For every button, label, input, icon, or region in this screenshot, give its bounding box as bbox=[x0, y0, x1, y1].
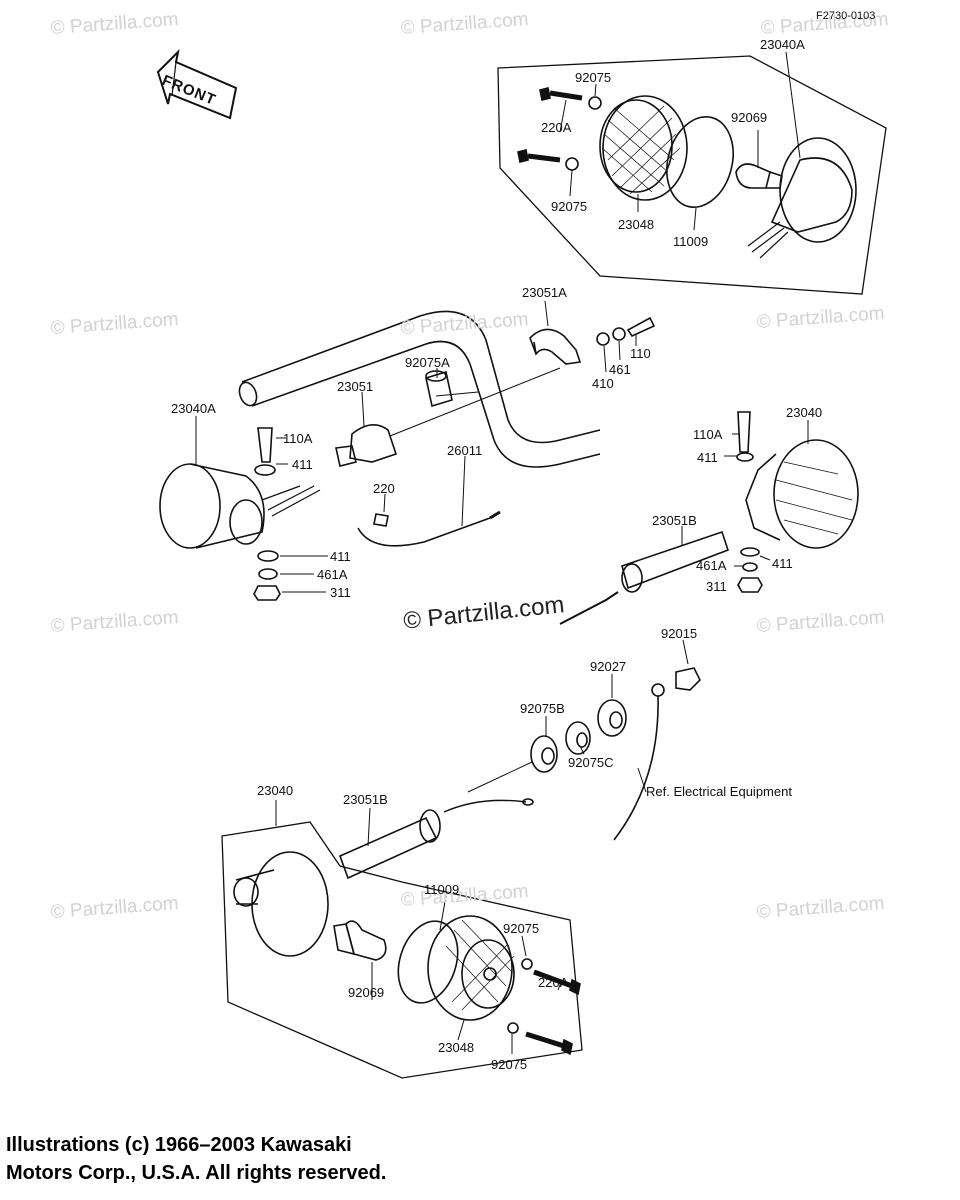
label-92075C: 92075C bbox=[568, 755, 614, 770]
label-right-23040: 23040 bbox=[786, 405, 823, 420]
washer-410-icon bbox=[596, 332, 610, 346]
ref-electrical-note: Ref. Electrical Equipment bbox=[646, 784, 792, 799]
right-stem-23051B-icon bbox=[559, 530, 730, 625]
diagram-code: F2730-0103 bbox=[816, 10, 876, 22]
arrow-line-middle bbox=[467, 761, 533, 793]
label-bottom-92075-lower: 92075 bbox=[491, 1057, 528, 1072]
label-bottom-92075-upper: 92075 bbox=[503, 921, 540, 936]
screw-220-icon bbox=[373, 513, 389, 527]
label-left-311: 311 bbox=[330, 585, 351, 600]
bolt-110-icon bbox=[626, 316, 656, 338]
arrow-line-top bbox=[389, 367, 561, 437]
top-washer-upper-icon bbox=[588, 96, 602, 110]
grommet-92027-icon bbox=[597, 699, 627, 737]
label-220: 220 bbox=[373, 481, 395, 496]
label-26011: 26011 bbox=[447, 443, 483, 458]
wire-26011-icon bbox=[357, 510, 501, 547]
bottom-washer-lower-icon bbox=[507, 1022, 519, 1034]
copyright-line-1: Illustrations (c) 1966–2003 Kawasaki bbox=[6, 1134, 352, 1156]
bottom-housing-icon bbox=[233, 851, 329, 957]
left-washer-411-top-icon bbox=[254, 464, 276, 476]
label-left-23040A: 23040A bbox=[171, 401, 216, 416]
top-screw-lower-icon bbox=[517, 149, 561, 163]
label-right-23051B: 23051B bbox=[652, 513, 697, 528]
nut-92015-icon bbox=[675, 667, 701, 691]
spacer-92075A-icon bbox=[425, 370, 453, 408]
label-bottom-23051B: 23051B bbox=[343, 792, 388, 807]
label-right-311: 311 bbox=[706, 579, 727, 594]
label-left-461A: 461A bbox=[317, 567, 348, 582]
right-nut-311-icon bbox=[737, 577, 763, 593]
label-left-411-top: 411 bbox=[292, 457, 313, 472]
top-gasket-icon bbox=[666, 116, 734, 208]
leader-lines bbox=[195, 51, 809, 1054]
label-top-220A: 220A bbox=[541, 120, 572, 135]
bottom-assembly-outline bbox=[221, 821, 583, 1079]
label-top-23048: 23048 bbox=[618, 217, 655, 232]
right-bolt-110A-icon bbox=[737, 411, 751, 453]
spacer-92075B-icon bbox=[530, 735, 558, 773]
clamp-23051A-icon bbox=[529, 328, 582, 365]
label-top-11009: 11009 bbox=[673, 234, 709, 249]
right-washer-461A-icon bbox=[742, 562, 758, 572]
left-washer-461A-icon bbox=[258, 568, 278, 580]
right-washer-411-top-icon bbox=[736, 452, 754, 462]
bottom-washer-upper-icon bbox=[521, 958, 533, 970]
left-washer-411-bottom-icon bbox=[257, 550, 279, 562]
spacer-92075C-icon bbox=[565, 721, 591, 755]
label-23051: 23051 bbox=[337, 379, 374, 394]
bracket-23051-icon bbox=[335, 424, 398, 467]
label-right-461A: 461A bbox=[696, 558, 727, 573]
bottom-lens-icon bbox=[427, 915, 515, 1021]
arrow-line-clamp bbox=[435, 391, 479, 397]
left-nut-311-icon bbox=[253, 585, 281, 601]
label-110: 110 bbox=[630, 346, 651, 361]
bottom-stem-23051B-icon bbox=[338, 798, 534, 880]
left-signal-icon bbox=[159, 463, 321, 549]
label-top-92075-lower: 92075 bbox=[551, 199, 588, 214]
label-right-411-top: 411 bbox=[697, 450, 718, 465]
label-92075A: 92075A bbox=[405, 355, 450, 370]
copyright-line-2: Motors Corp., U.S.A. All rights reserved… bbox=[6, 1162, 387, 1184]
handlebar-icon bbox=[238, 310, 601, 468]
label-left-110A: 110A bbox=[283, 431, 313, 446]
label-410: 410 bbox=[592, 376, 614, 391]
left-bolt-110A-icon bbox=[257, 427, 273, 463]
label-top-92075-upper: 92075 bbox=[575, 70, 612, 85]
label-23051A: 23051A bbox=[522, 285, 567, 300]
right-washer-411-bottom-icon bbox=[740, 547, 760, 557]
label-92015: 92015 bbox=[661, 626, 698, 641]
label-top-23040A: 23040A bbox=[760, 37, 805, 52]
top-lens-icon bbox=[599, 95, 688, 201]
top-screw-upper-icon bbox=[539, 87, 583, 101]
front-arrow-icon bbox=[156, 48, 238, 120]
washer-461-icon bbox=[612, 327, 626, 341]
top-washer-lower-icon bbox=[565, 157, 579, 171]
right-signal-icon bbox=[745, 439, 859, 549]
top-assembly-outline bbox=[497, 55, 887, 295]
label-92075B: 92075B bbox=[520, 701, 565, 716]
bottom-bulb-icon bbox=[333, 920, 387, 961]
label-bottom-220A: 220A bbox=[538, 975, 569, 990]
bottom-screw-upper-icon bbox=[533, 969, 581, 996]
label-bottom-23048: 23048 bbox=[438, 1040, 475, 1055]
label-bottom-23040: 23040 bbox=[257, 783, 294, 798]
label-top-92069: 92069 bbox=[731, 110, 768, 125]
label-right-411-bottom: 411 bbox=[772, 556, 793, 571]
lead-wire-icon bbox=[613, 683, 665, 841]
top-bulb-icon bbox=[735, 163, 783, 189]
label-461: 461 bbox=[609, 362, 631, 377]
label-right-110A: 110A bbox=[693, 427, 723, 442]
top-housing-icon bbox=[747, 137, 857, 259]
label-left-411-bottom: 411 bbox=[330, 549, 351, 564]
label-bottom-92069: 92069 bbox=[348, 985, 385, 1000]
bottom-screw-lower-icon bbox=[525, 1031, 573, 1056]
label-92027: 92027 bbox=[590, 659, 627, 674]
label-bottom-11009: 11009 bbox=[424, 882, 460, 897]
